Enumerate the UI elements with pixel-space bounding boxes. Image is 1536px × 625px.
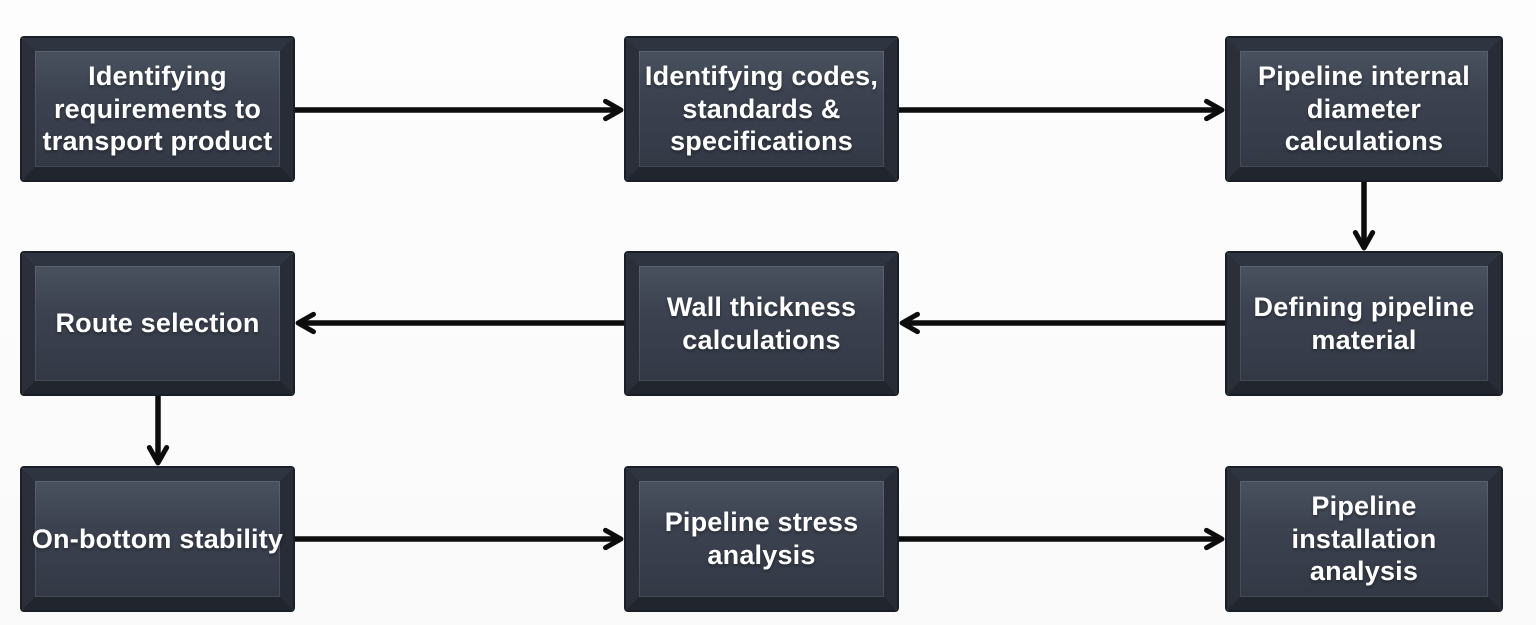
node-label: On-bottom stability <box>31 523 284 554</box>
node-on-bottom-stability: On-bottom stability <box>22 468 293 610</box>
node-label: Route selection <box>55 308 260 339</box>
node-route-selection: Route selection <box>22 253 293 394</box>
node-label: Pipeline installation analysis <box>1291 490 1437 587</box>
node-identifying-requirements: Identifying requirements to transport pr… <box>22 38 293 180</box>
node-wall-thickness: Wall thickness calculations <box>626 253 897 394</box>
node-internal-diameter: Pipeline internal diameter calculations <box>1227 38 1501 180</box>
node-label: Identifying requirements to transport pr… <box>42 60 273 157</box>
node-label: Pipeline internal diameter calculations <box>1258 60 1470 157</box>
node-label: Wall thickness calculations <box>666 291 857 355</box>
node-identifying-codes: Identifying codes, standards & specifica… <box>626 38 897 180</box>
node-stress-analysis: Pipeline stress analysis <box>626 468 897 610</box>
node-label: Identifying codes, standards & specifica… <box>644 60 879 157</box>
node-installation-analysis: Pipeline installation analysis <box>1227 468 1501 610</box>
node-label: Defining pipeline material <box>1253 291 1475 355</box>
node-defining-material: Defining pipeline material <box>1227 253 1501 394</box>
node-label: Pipeline stress analysis <box>664 507 859 570</box>
